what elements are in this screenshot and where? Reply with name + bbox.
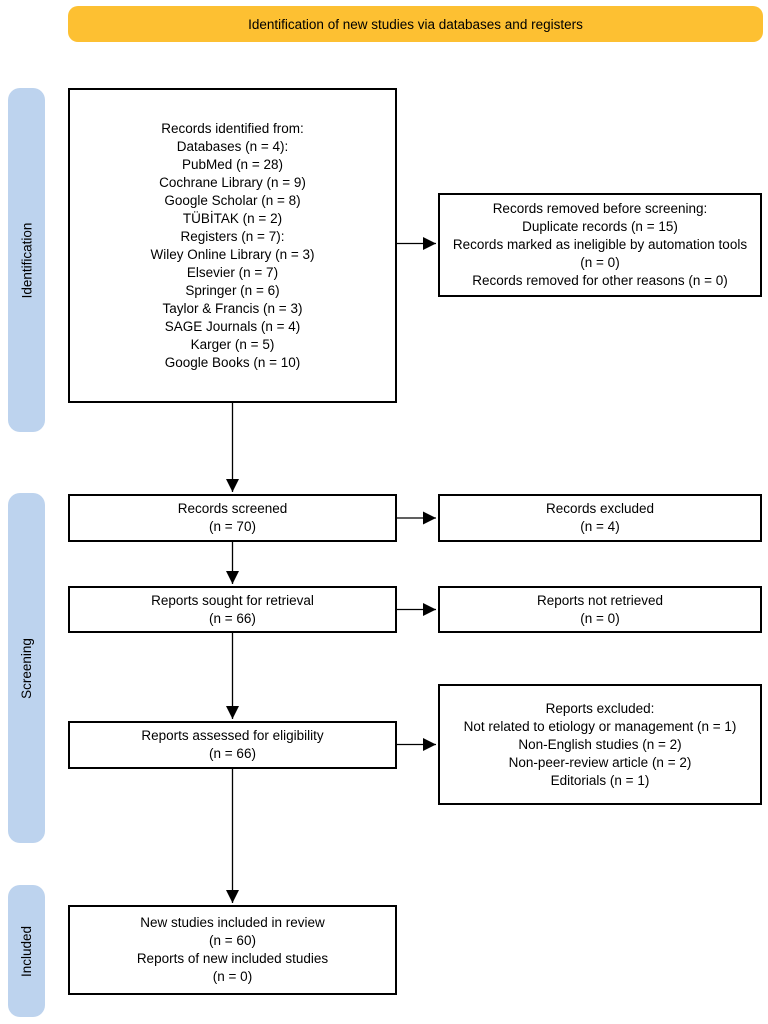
box-records-removed-before-screening: Records removed before screening: Duplic… <box>438 193 762 297</box>
stage-label-identification-text: Identification <box>19 222 34 298</box>
stage-label-included: Included <box>8 885 45 1017</box>
stage-label-screening-text: Screening <box>19 637 35 699</box>
stage-label-included-text: Included <box>19 925 35 977</box>
box-new-studies-included: New studies included in review (n = 60) … <box>68 905 397 995</box>
banner-title: Identification of new studies via databa… <box>248 16 583 32</box>
box-reports-sought-for-retrieval: Reports sought for retrieval (n = 66) <box>68 586 397 633</box>
box-records-identified: Records identified from: Databases (n = … <box>68 88 397 403</box>
banner: Identification of new studies via databa… <box>68 6 763 42</box>
box-records-excluded: Records excluded (n = 4) <box>438 494 762 542</box>
box-reports-excluded: Reports excluded: Not related to etiolog… <box>438 684 762 805</box>
box-reports-assessed-for-eligibility: Reports assessed for eligibility (n = 66… <box>68 721 397 769</box>
box-reports-not-retrieved: Reports not retrieved (n = 0) <box>438 586 762 633</box>
stage-label-identification: Identification <box>8 88 45 432</box>
box-records-screened: Records screened (n = 70) <box>68 494 397 542</box>
stage-label-screening: Screening <box>8 493 45 843</box>
